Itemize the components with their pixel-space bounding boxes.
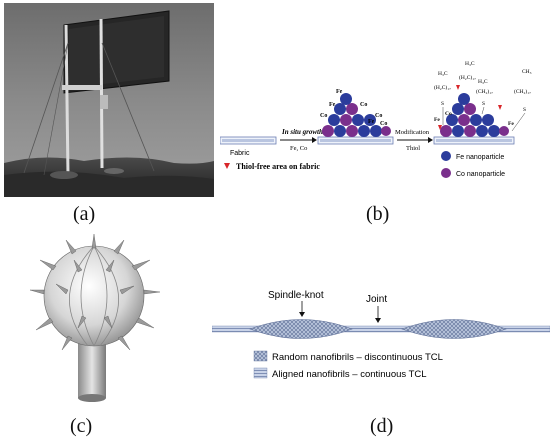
chain-3-h3c: H₃C [478, 79, 488, 85]
np-co-label-b1: Co [445, 111, 452, 117]
np-fe-label-3: Fe [368, 119, 375, 125]
step2-sub: Thiol [406, 145, 420, 152]
np-fe-label-2: Fe [336, 89, 343, 95]
chain-4-ch2: (CH₂)₁₇ [514, 88, 531, 95]
chain-2-ch2: (H₂C)₁₇ [459, 74, 476, 81]
chain-3-s: S [482, 101, 485, 107]
np-fe-label-b2: Fe [434, 117, 440, 123]
np-fe-label-b3: Fe [508, 121, 514, 127]
spindle-knot-label: Spindle-knot [268, 290, 324, 301]
chain-2-h3c: H₃C [465, 61, 475, 67]
legend-thiol-free: Thiol-free area on fabric [236, 162, 320, 171]
legend-random: Random nanofibrils – discontinuous TCL [272, 352, 443, 363]
chain-1-s: S [441, 101, 444, 107]
left-pole [64, 24, 70, 176]
spindle-knot-diagram: Spindle-knot Joint Random nanofibrils – … [211, 290, 550, 380]
step1-sub: Fe, Co [290, 145, 307, 152]
cactus-sphere-render [29, 233, 161, 402]
np-co-label-3: Co [375, 113, 382, 119]
step2-label: Modification [395, 129, 430, 136]
thiol-free-marker-1 [438, 125, 442, 130]
legend-co-icon [441, 168, 451, 178]
spindle-knot-2 [401, 319, 507, 339]
thiol-free-marker-2 [456, 85, 460, 90]
legend-aligned-icon [253, 367, 268, 379]
thiol-chains: H₃C (H₂C)₁₇ S H₃C (H₂C)₁₇ H₃C (CH₂)₁₇ S … [434, 61, 532, 113]
legend-fe: Fe nanoparticle [456, 154, 504, 161]
legend-fe-icon [441, 151, 451, 161]
caption-a: (a) [73, 203, 96, 225]
panel-d-diagram: Spindle-knot Joint Random nanofibrils – … [211, 282, 550, 392]
legend-thiol-free-icon [224, 163, 230, 169]
panel-a-photo [4, 3, 214, 197]
np-fe-label-1: Fe [329, 102, 336, 108]
joint-label: Joint [366, 294, 387, 305]
fiber-joint [211, 325, 550, 333]
particle-stack-2 [440, 93, 509, 137]
spikes [29, 233, 161, 351]
panel-c-render [28, 232, 178, 408]
np-co-label-2: Co [360, 102, 367, 108]
sphere [43, 245, 145, 347]
chain-4-ch3: CH₃ [522, 69, 532, 75]
legend-co: Co nanoparticle [456, 171, 505, 178]
chain-1-ch2: (H₂C)₁₇ [434, 84, 451, 91]
chain-1-h3c: H₃C [438, 71, 448, 77]
np-co-label-1: Co [320, 113, 327, 119]
right-pole [99, 18, 104, 169]
stem [78, 342, 106, 398]
step1-label: In situ growth [281, 128, 323, 136]
particle-stack-1 [322, 93, 391, 137]
legend-random-icon [253, 350, 268, 362]
fog-collector-photo [4, 3, 214, 197]
thiol-free-marker-3 [498, 105, 502, 110]
fabric-label: Fabric [230, 150, 250, 157]
trough [62, 85, 102, 90]
caption-c: (c) [70, 415, 93, 437]
caption-b: (b) [366, 203, 390, 225]
nanoparticle-diagram: Fabric In situ growth Fe, Co Fe Fe Co Co [219, 61, 532, 178]
panel-b-schematic: Fabric In situ growth Fe, Co Fe Fe Co Co [219, 55, 550, 205]
spindle-knot-1 [249, 319, 353, 339]
caption-d: (d) [370, 415, 394, 437]
legend-aligned: Aligned nanofibrils – continuous TCL [272, 369, 427, 380]
chain-4-s: S [523, 107, 526, 113]
chain-3-ch2: (CH₂)₁₇ [476, 88, 493, 95]
np-co-label-4: Co [380, 121, 387, 127]
